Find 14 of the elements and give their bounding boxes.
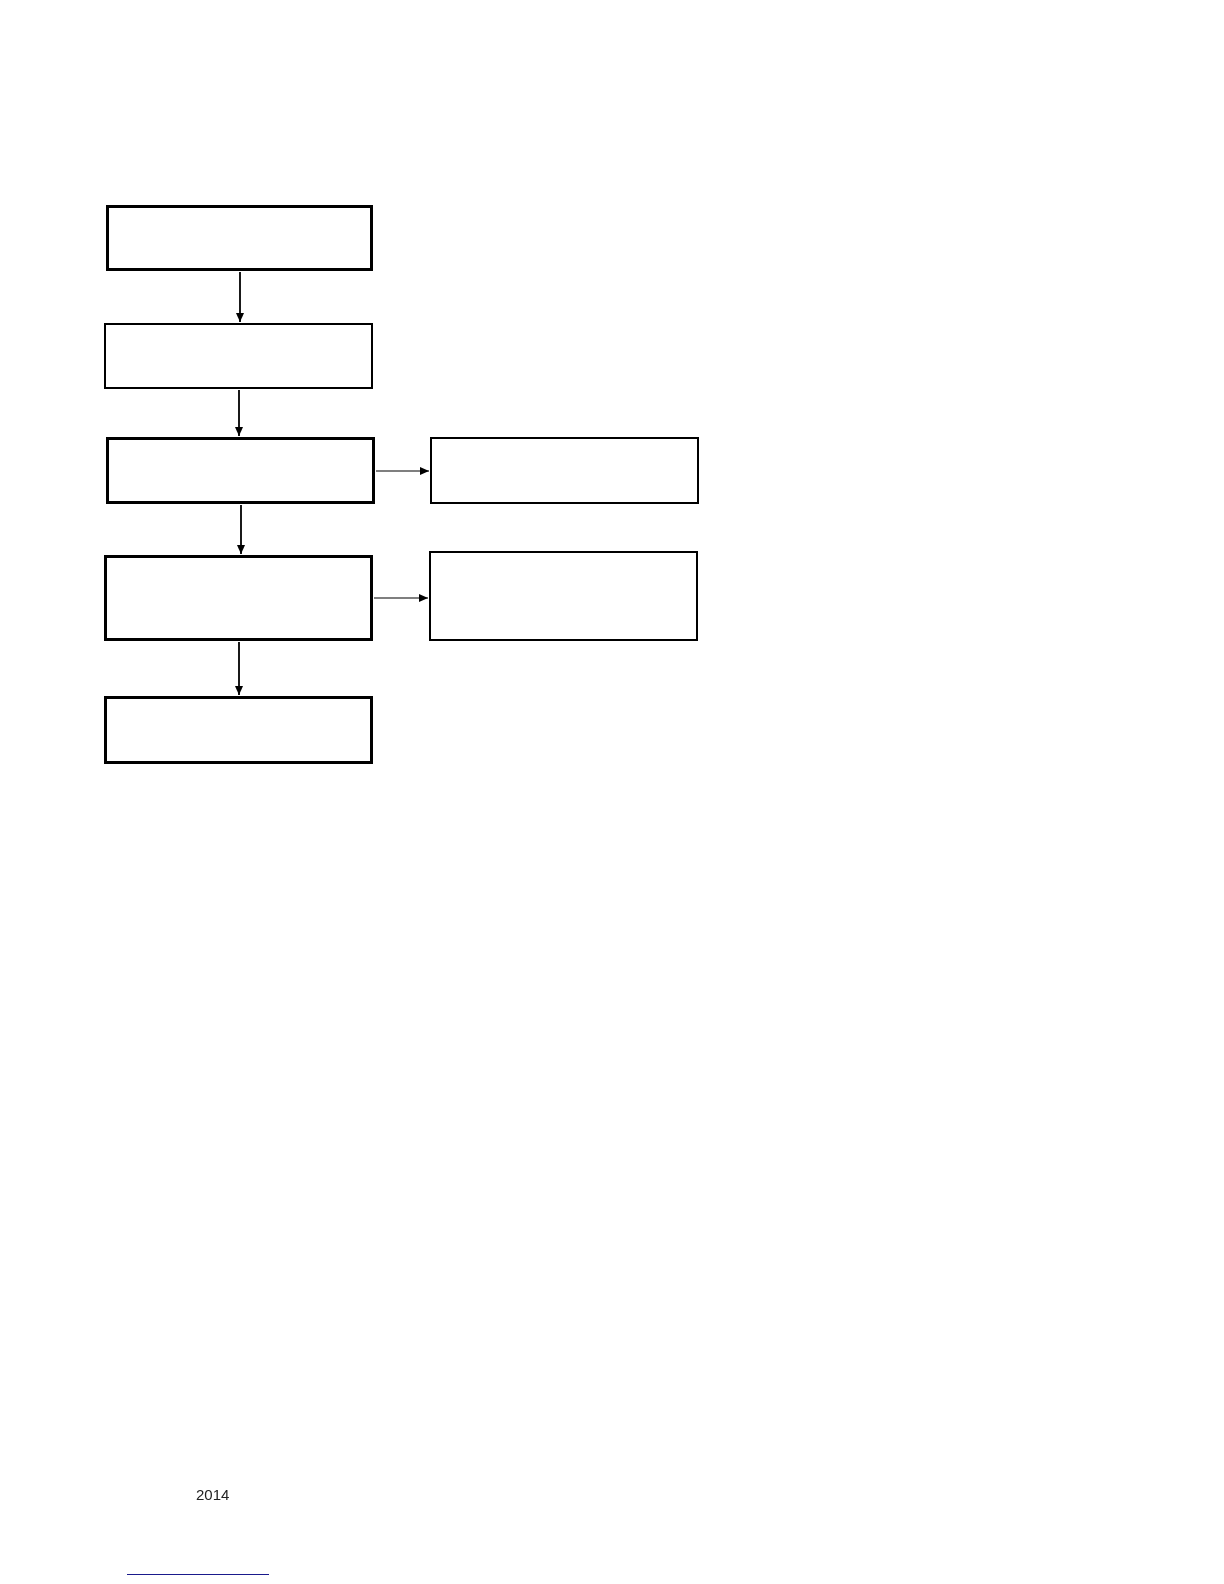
process-box	[104, 696, 373, 764]
process-box	[106, 437, 375, 504]
arrow	[237, 504, 245, 555]
arrow	[373, 594, 429, 602]
process-box	[104, 555, 373, 641]
year-note: 2014	[196, 1485, 230, 1505]
process-box	[429, 551, 698, 641]
process-box	[430, 437, 699, 504]
arrow	[235, 389, 243, 437]
arrow	[375, 467, 430, 475]
process-box	[106, 205, 373, 271]
process-box	[104, 323, 373, 389]
arrow	[235, 641, 243, 696]
arrow	[236, 271, 244, 323]
